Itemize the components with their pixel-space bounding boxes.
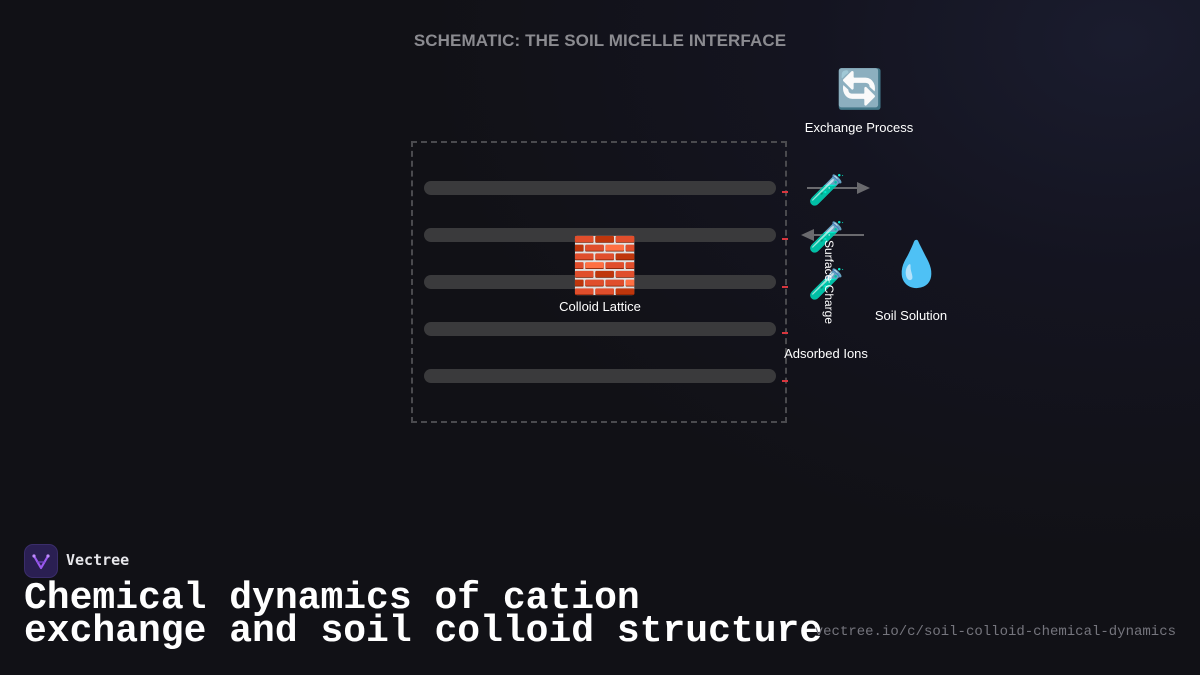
soil-solution-label: Soil Solution bbox=[874, 308, 948, 323]
surface-charge-label: Surface Charge bbox=[822, 239, 836, 325]
lattice-layer bbox=[424, 322, 776, 336]
lattice-layer bbox=[424, 228, 776, 242]
test-tube-icon: 🧪 bbox=[808, 267, 846, 302]
colloid-lattice-label: Colloid Lattice bbox=[559, 299, 641, 314]
test-tube-icon: 🧪 bbox=[808, 173, 846, 208]
vectree-logo-icon bbox=[24, 544, 58, 578]
diagram-title: SCHEMATIC: THE SOIL MICELLE INTERFACE bbox=[413, 31, 787, 50]
exchange-process-label: Exchange Process bbox=[804, 120, 914, 135]
brand-name: Vectree bbox=[66, 551, 130, 569]
adsorbed-ions-label: Adsorbed Ions bbox=[784, 346, 868, 361]
arrow-left-icon bbox=[801, 229, 814, 241]
lattice-layer bbox=[424, 181, 776, 195]
incoming-arrow-line bbox=[810, 234, 864, 236]
outgoing-arrow-line bbox=[807, 187, 861, 189]
negative-charge-mark bbox=[782, 191, 788, 193]
page-headline: Chemical dynamics of cation exchange and… bbox=[24, 577, 823, 653]
droplet-icon: 💧 bbox=[889, 239, 944, 290]
brick-icon: 🧱 bbox=[571, 234, 639, 297]
colloid-lattice-box bbox=[411, 141, 787, 423]
exchange-arrows-icon: 🔄 bbox=[836, 67, 884, 111]
negative-charge-mark bbox=[782, 380, 788, 382]
lattice-layer bbox=[424, 369, 776, 383]
negative-charge-mark bbox=[782, 286, 788, 288]
page-url: vectree.io/c/soil-colloid-chemical-dynam… bbox=[814, 624, 1176, 640]
negative-charge-mark bbox=[782, 238, 788, 240]
test-tube-icon: 🧪 bbox=[808, 220, 846, 255]
arrow-right-icon bbox=[857, 182, 870, 194]
lattice-layer bbox=[424, 275, 776, 289]
negative-charge-mark bbox=[782, 332, 788, 334]
